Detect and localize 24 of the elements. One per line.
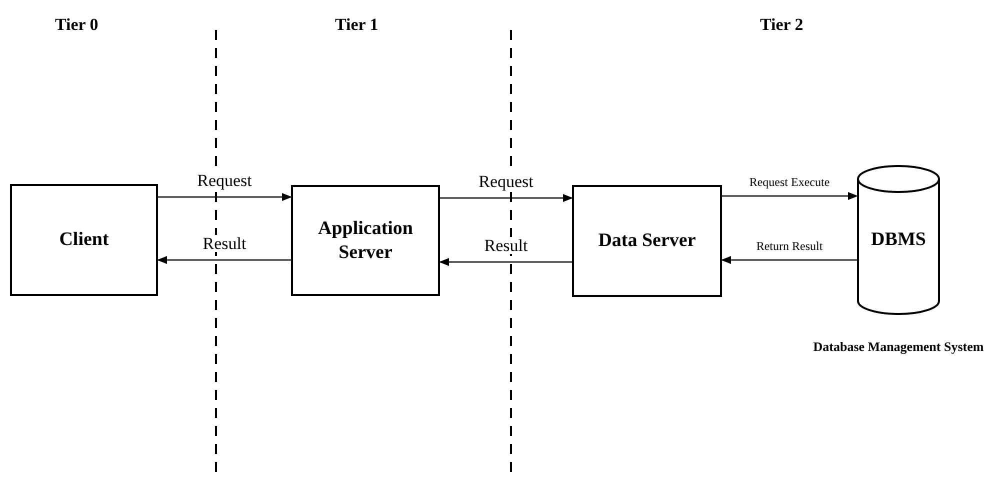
arrow: [722, 192, 858, 200]
node-caption: Database Management System: [812, 339, 985, 356]
process-box: [291, 185, 440, 296]
edge-label: Result: [200, 235, 248, 252]
node-label: Data Server: [597, 229, 697, 253]
arrow: [158, 193, 292, 201]
node-label: Application Server: [316, 216, 414, 264]
edge-label: Request: [195, 172, 254, 189]
tier-label: Tier 0: [55, 16, 98, 33]
tier-label: Tier 1: [335, 16, 378, 33]
edge-label: Return Result: [754, 240, 825, 252]
edge-label: Result: [482, 237, 530, 254]
edge-label: Request: [476, 173, 536, 190]
arrow: [439, 258, 572, 266]
node-label: Client: [58, 228, 110, 252]
process-box: [10, 184, 158, 296]
arrow: [440, 194, 573, 202]
node-label: DBMS: [870, 228, 927, 252]
arrow: [721, 256, 857, 264]
edge-label: Request Execute: [747, 176, 832, 188]
tier-label: Tier 2: [760, 16, 804, 33]
database-cylinder: [857, 165, 940, 315]
arrow: [157, 256, 291, 264]
process-box: [572, 185, 722, 297]
